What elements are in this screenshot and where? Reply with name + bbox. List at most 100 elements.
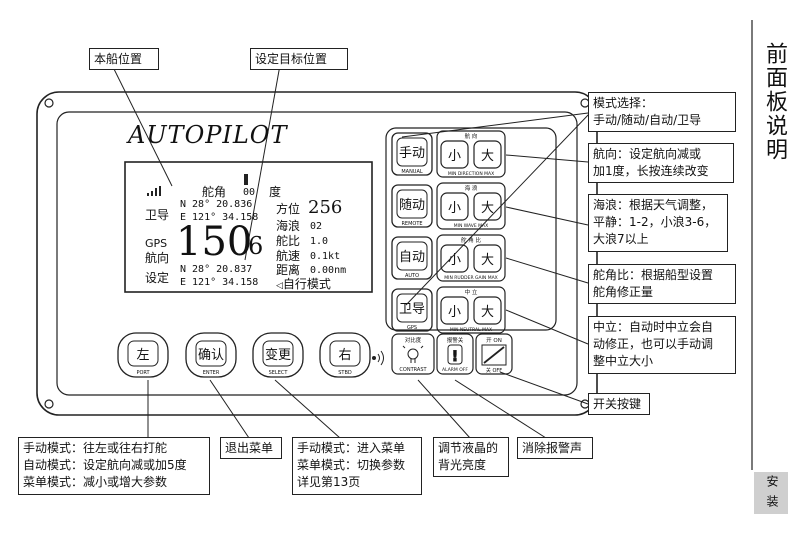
lcd-mode-text: ◁自行模式 <box>276 278 331 293</box>
power-toggle-icon <box>481 344 507 366</box>
mode-key-auto[interactable]: 自动 AUTO <box>391 236 433 280</box>
device-housing <box>36 91 598 416</box>
power-key[interactable]: 开 ON 关 OFF <box>475 333 513 375</box>
callout-neutral: 中立：自动时中立会自 动修正，也可以手动调 整中立大小 <box>588 316 736 374</box>
bottom-key-sublabel: PORT <box>136 370 150 376</box>
lcd-target-lon: E 121° 34.158 <box>180 277 259 288</box>
key-outer <box>391 236 433 280</box>
callout-text: 开关按键 <box>593 397 642 411</box>
adjust-plus-button[interactable]: 大 <box>473 296 502 325</box>
key-outer <box>185 332 237 378</box>
callout-line: 调节液晶的 <box>438 441 499 455</box>
adjust-minus-button[interactable]: 小 <box>440 140 469 169</box>
callout-line: 平静：1-2，小浪3-6， <box>593 215 717 229</box>
lcd-heading-decimal: 6 <box>248 232 264 260</box>
adjust-plus-button[interactable]: 大 <box>473 244 502 273</box>
callout-line: 大浪7以上 <box>593 232 649 246</box>
adjust-row-title: 中 立 <box>465 288 478 296</box>
adjust-row-sublabel: MIN DIRECTION MAX <box>448 171 494 177</box>
callout-contrast: 调节液晶的 背光亮度 <box>433 437 509 477</box>
adjust-minus-label: 小 <box>448 149 461 164</box>
lcd-set-label: 设定 <box>145 271 170 285</box>
key-frame <box>440 296 469 325</box>
callout-line: 舵角比：根据船型设置 <box>593 268 714 282</box>
adjust-plus-label: 大 <box>481 201 494 216</box>
callout-line: 航向：设定航向减或 <box>593 147 702 161</box>
key-outer <box>252 332 304 378</box>
power-key-off-label: 关 OFF <box>486 367 502 374</box>
adjust-plus-button[interactable]: 大 <box>473 140 502 169</box>
key-frame <box>473 140 502 169</box>
callout-line: 整中立大小 <box>593 354 654 368</box>
callout-line: 动修正，也可以手动调 <box>593 337 714 351</box>
callout-line: 自动模式：设定航向减或加5度 <box>23 458 187 472</box>
adjust-row-sublabel: MIN RUDDER GAIN MAX <box>444 275 498 281</box>
lcd-speed-label: 航速 <box>276 249 301 263</box>
bottom-key-label: 右 <box>338 348 351 363</box>
contrast-key-sublabel: CONTRAST <box>399 367 427 373</box>
key-inner <box>396 137 428 167</box>
adjust-plus-label: 大 <box>481 149 494 164</box>
callout-line: 中立：自动时中立会自 <box>593 320 714 334</box>
alarm-off-key[interactable]: 报警关!ALARM OFF <box>436 333 474 375</box>
exclamation-icon: ! <box>452 349 458 365</box>
mode-key-sublabel: AUTO <box>405 273 419 279</box>
key-frame <box>436 333 474 375</box>
callout-exit-menu: 退出菜单 <box>220 437 282 459</box>
mode-key-label: 随动 <box>399 198 425 213</box>
speaker-icon <box>372 350 384 366</box>
key-inner <box>195 340 227 367</box>
adjust-row-frame <box>436 286 506 334</box>
callout-text: 消除报警声 <box>522 441 583 455</box>
adjust-minus-button[interactable]: 小 <box>440 192 469 221</box>
mode-key-label: 手动 <box>399 146 425 161</box>
adjust-row-1: 海 浪小大MIN WAVE MAX <box>436 182 506 230</box>
key-inner <box>396 189 428 219</box>
callout-line: 模式选择： <box>593 96 654 110</box>
adjust-minus-button[interactable]: 小 <box>440 244 469 273</box>
mode-marker-icon: ◁ <box>276 281 283 291</box>
mode-key-label: 卫导 <box>399 302 425 317</box>
lcd-target-lat: N 28° 20.837 <box>180 264 253 275</box>
adjust-row-title: 舵 角 比 <box>461 236 481 244</box>
bottom-key-select[interactable]: 变更 SELECT <box>252 332 304 378</box>
key-inner <box>262 340 294 367</box>
adjust-minus-button[interactable]: 小 <box>440 296 469 325</box>
callout-mode-select: 模式选择： 手动/随动/自动/卫导 <box>588 92 736 132</box>
adjust-row-sublabel: MIN WAVE MAX <box>454 223 488 229</box>
lcd-wave-label: 海浪 <box>276 219 301 233</box>
side-tab-label: 安 装 <box>765 475 779 509</box>
callout-line: 手动/随动/自动/卫导 <box>593 113 702 127</box>
key-inner <box>127 340 159 367</box>
key-frame <box>391 333 435 375</box>
adjust-plus-button[interactable]: 大 <box>473 192 502 221</box>
callout-text: 设定目标位置 <box>255 52 328 66</box>
bottom-key-label: 变更 <box>265 347 291 363</box>
key-outer <box>391 132 433 176</box>
key-outer <box>319 332 371 378</box>
callout-line: 菜单模式：减小或增大参数 <box>23 475 168 489</box>
lcd-ratio-value: 1.0 <box>310 236 329 247</box>
lcd-rudder-value: 00 <box>243 187 256 198</box>
callout-own-ship-position: 本船位置 <box>89 48 159 70</box>
key-frame <box>440 244 469 273</box>
bottom-key-sublabel: SELECT <box>269 370 289 376</box>
callout-alarm-off: 消除报警声 <box>517 437 593 459</box>
mode-key-label: 自动 <box>399 250 425 265</box>
adjust-row-0: 航 向小大MIN DIRECTION MAX <box>436 130 506 178</box>
key-outer <box>391 184 433 228</box>
adjust-minus-label: 小 <box>448 253 461 268</box>
lcd-rudder-label: 舵角 <box>202 185 227 199</box>
power-key-on-label: 开 ON <box>486 337 502 344</box>
callout-text: 本船位置 <box>94 52 143 66</box>
lcd-ratio-label: 舵比 <box>276 234 301 248</box>
adjust-row-frame <box>436 234 506 282</box>
